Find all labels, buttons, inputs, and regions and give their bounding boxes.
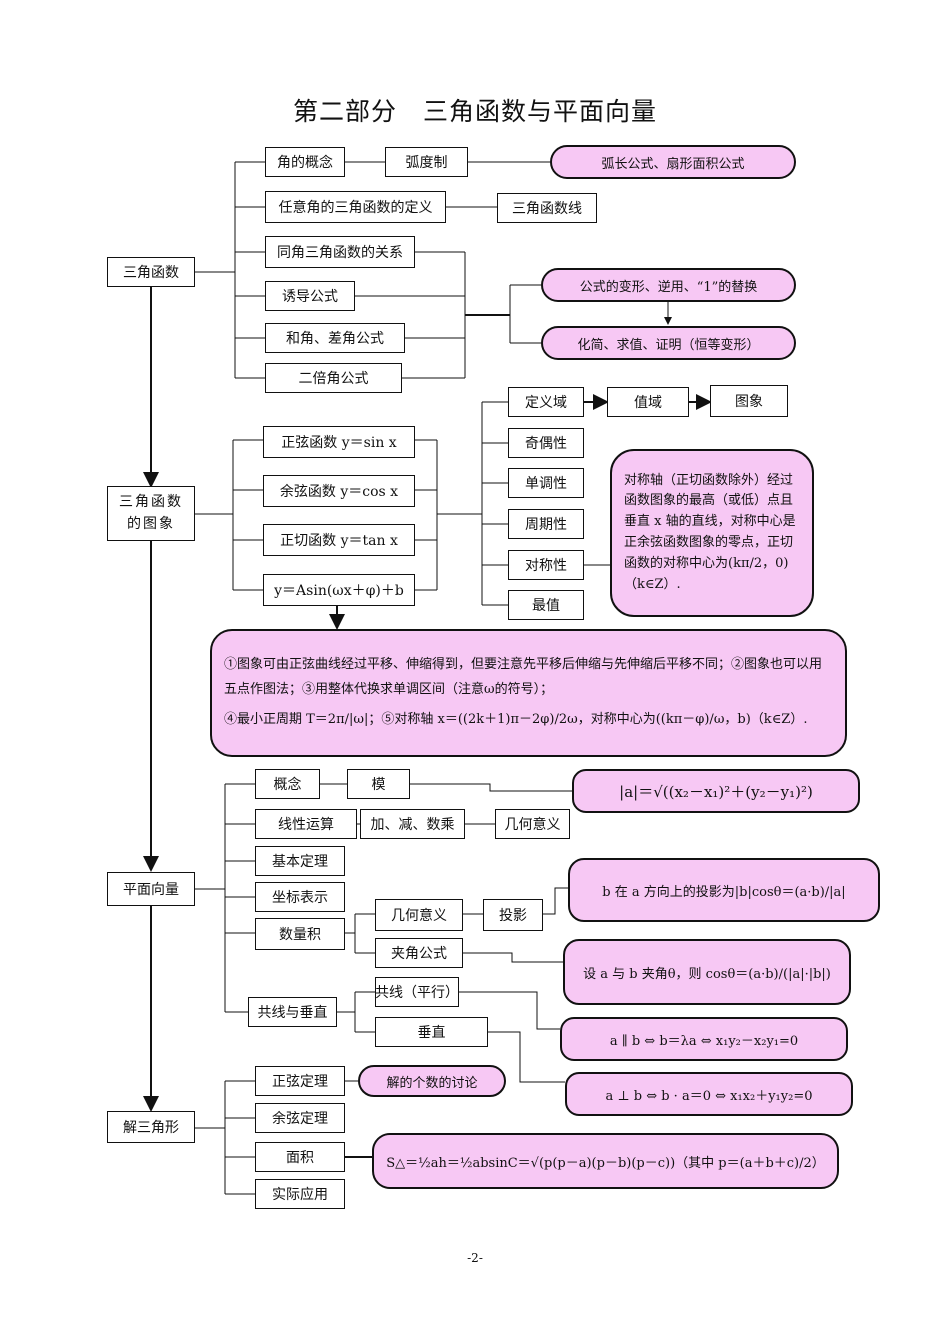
parity-node: 奇偶性 [508,428,584,458]
vector-concept-node: 概念 [255,769,320,799]
dot-product-node: 数量积 [255,918,345,950]
domain-node: 定义域 [508,387,584,417]
symmetry-node: 对称性 [508,550,584,580]
basic-theorem-node: 基本定理 [255,846,345,876]
geo-meaning-node-1: 几何意义 [495,809,570,839]
sin-node: 正弦函数 y＝sin x [263,426,415,458]
double-angle-node: 二倍角公式 [265,363,402,393]
angle-formula-node: 夹角公式 [375,938,463,968]
tan-node: 正切函数 y＝tan x [263,524,415,556]
cos-node: 余弦函数 y＝cos x [263,475,415,507]
symmetry-note: 对称轴（正切函数除外）经过函数图象的最高（或低）点且垂直 x 轴的直线，对称中心… [610,449,814,617]
transform-node: 公式的变形、逆用、“1”的替换 [541,268,796,302]
triangle-node: 解三角形 [107,1111,195,1143]
graph-node: 三角函数的图象 [107,486,195,541]
collinear-perp-node: 共线与垂直 [248,997,337,1027]
page-number: -2- [467,1251,483,1265]
image-node: 图象 [710,385,788,417]
cosine-law-node: 余弦定理 [255,1103,345,1133]
modulus-formula: |a|＝√((x₂－x₁)²＋(y₂－y₁)²) [572,769,860,813]
definition-node: 任意角的三角函数的定义 [265,191,446,223]
graph-notes: ①图象可由正弦曲线经过平移、伸缩得到，但要注意先平移后伸缩与先伸缩后平移不同；②… [210,629,847,757]
same-angle-node: 同角三角函数的关系 [265,236,415,268]
area-formula: S△＝½ah＝½absinC＝√(p(p－a)(p－b)(p－c))（其中 p＝… [372,1133,839,1189]
perp-node: 垂直 [375,1017,488,1047]
sine-discuss-node: 解的个数的讨论 [358,1065,506,1097]
sum-diff-node: 和角、差角公式 [265,323,405,353]
modulus-node: 模 [347,769,410,799]
asin-node: y＝Asin(ωx＋φ)＋b [263,574,415,606]
graph-note-1: ①图象可由正弦曲线经过平移、伸缩得到，但要注意先平移后伸缩与先伸缩后平移不同；②… [224,656,823,697]
linear-node: 线性运算 [255,809,357,839]
trig-line-node: 三角函数线 [497,193,597,223]
projection-node: 投影 [483,899,543,931]
extreme-node: 最值 [508,590,584,620]
angle-concept-node: 角的概念 [265,147,345,177]
graph-note-2: ④最小正周期 T＝2π/|ω|；⑤对称轴 x＝((2k＋1)π－2φ)/2ω，对… [224,712,808,728]
range-node: 值域 [607,387,689,417]
arc-formula-node: 弧长公式、扇形面积公式 [550,145,796,179]
sine-law-node: 正弦定理 [255,1066,345,1096]
simplify-node: 化简、求值、证明（恒等变形） [541,326,796,360]
monotonic-node: 单调性 [508,468,584,498]
perp-formula: a ⊥ b ⇔ b · a＝0 ⇔ x₁x₂＋y₁y₂=0 [565,1072,853,1116]
ops-node: 加、减、数乘 [360,809,465,839]
application-node: 实际应用 [255,1179,345,1209]
geo-meaning-node-2: 几何意义 [375,899,463,931]
induction-node: 诱导公式 [265,281,355,311]
coord-node: 坐标表示 [255,882,345,912]
area-node: 面积 [255,1142,345,1172]
angle-result: 设 a 与 b 夹角θ，则 cosθ＝(a·b)/(|a|·|b|) [563,939,851,1005]
parallel-formula: a ∥ b ⇔ b＝λa ⇔ x₁y₂－x₂y₁=0 [560,1017,848,1061]
page-title: 第二部分 三角函数与平面向量 [292,97,657,126]
projection-formula: b 在 a 方向上的投影为|b|cosθ＝(a·b)/|a| [568,858,880,922]
collinear-node: 共线（平行） [375,977,459,1007]
period-node: 周期性 [508,509,584,539]
radian-node: 弧度制 [385,147,468,177]
trig-node: 三角函数 [107,257,195,287]
vector-node: 平面向量 [107,872,195,906]
